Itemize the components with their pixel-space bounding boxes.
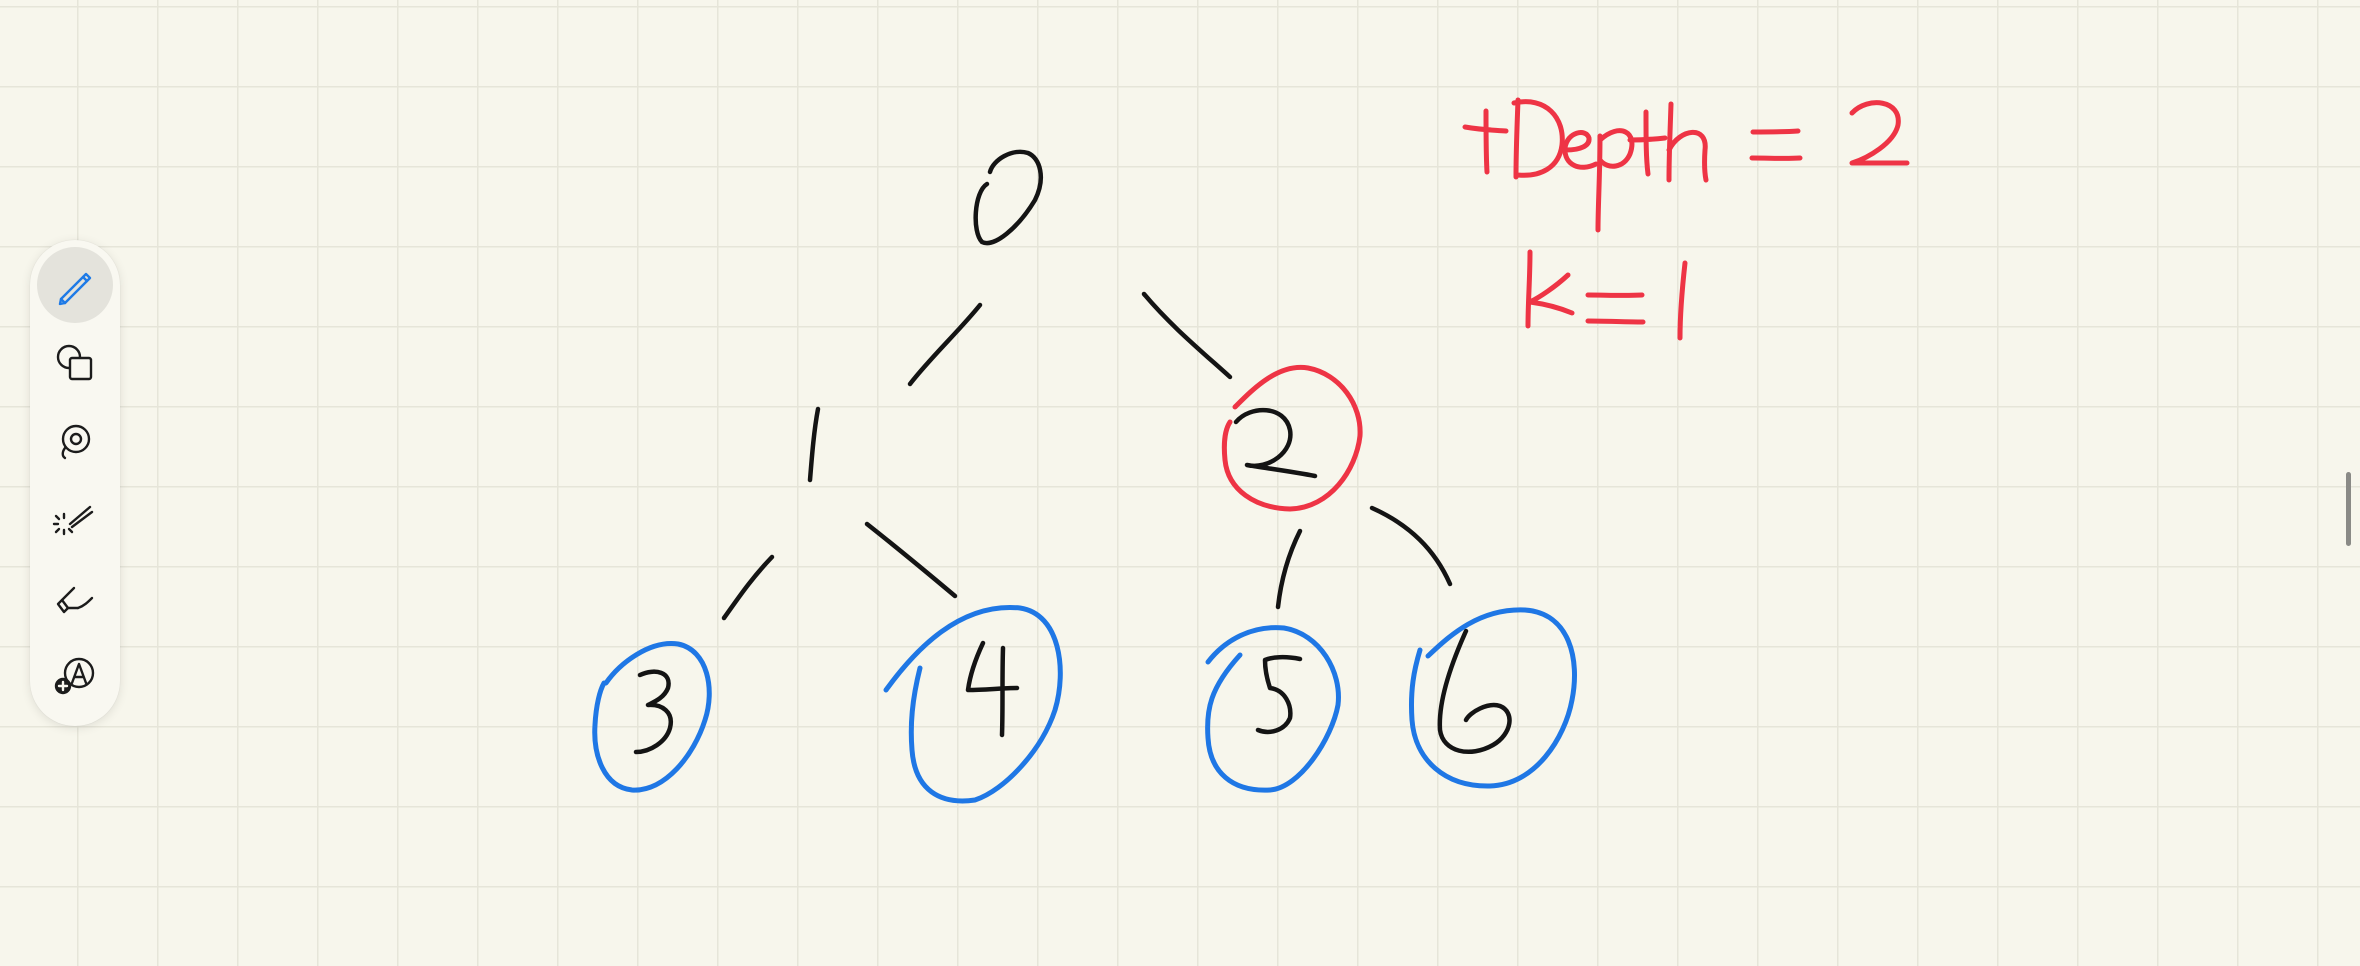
note-tdepth-p xyxy=(1595,128,1635,233)
edge-2-6 xyxy=(1369,505,1453,587)
shapes-icon xyxy=(56,344,93,381)
edge-1-4 xyxy=(864,521,958,599)
red-ink xyxy=(1221,97,1910,512)
edge-0-2 xyxy=(1141,291,1233,380)
node-3-stroke xyxy=(633,669,674,755)
laser-tool-button[interactable] xyxy=(37,481,113,557)
node-2-stroke xyxy=(1233,408,1318,479)
edge-2-5 xyxy=(1275,528,1303,610)
note-k-k xyxy=(1525,249,1575,329)
add-text-tool-button[interactable] xyxy=(37,637,113,713)
laser-pointer-icon xyxy=(52,505,94,536)
note-k-equals xyxy=(1585,292,1646,325)
node-4-highlight-circle xyxy=(883,605,1063,804)
note-tdepth-h xyxy=(1666,101,1709,183)
pen-tool-button[interactable] xyxy=(37,247,113,323)
eraser-icon xyxy=(56,586,94,614)
edge-0-1 xyxy=(907,302,983,387)
note-tdepth-e xyxy=(1562,130,1599,170)
node-0-stroke xyxy=(973,149,1044,246)
note-tdepth-2 xyxy=(1849,100,1910,166)
node-2-highlight-circle xyxy=(1221,364,1363,512)
blue-ink xyxy=(592,605,1577,804)
node-6-highlight-circle xyxy=(1409,607,1577,789)
add-text-icon xyxy=(54,657,95,695)
node-3-highlight-circle xyxy=(592,641,712,793)
tree-black-ink xyxy=(633,149,1512,755)
note-tdepth-D xyxy=(1511,97,1565,180)
edge-1-3 xyxy=(721,554,775,621)
tool-palette xyxy=(30,240,120,726)
note-tdepth-t xyxy=(1462,108,1509,175)
eraser-tool-button[interactable] xyxy=(37,559,113,635)
node-6-stroke xyxy=(1437,628,1512,755)
shapes-tool-button[interactable] xyxy=(37,325,113,401)
note-k-1 xyxy=(1677,260,1688,341)
note-tdepth-t2 xyxy=(1627,109,1668,177)
note-tdepth-equals xyxy=(1749,128,1803,161)
lasso-tool-button[interactable] xyxy=(37,403,113,479)
pen-icon xyxy=(58,272,92,306)
node-1-stroke xyxy=(807,406,821,483)
node-5-highlight-circle xyxy=(1205,625,1341,793)
node-4-stroke xyxy=(965,640,1020,738)
vertical-scroll-handle[interactable] xyxy=(2346,472,2351,546)
node-5-stroke xyxy=(1255,654,1303,735)
lasso-icon xyxy=(61,424,91,460)
